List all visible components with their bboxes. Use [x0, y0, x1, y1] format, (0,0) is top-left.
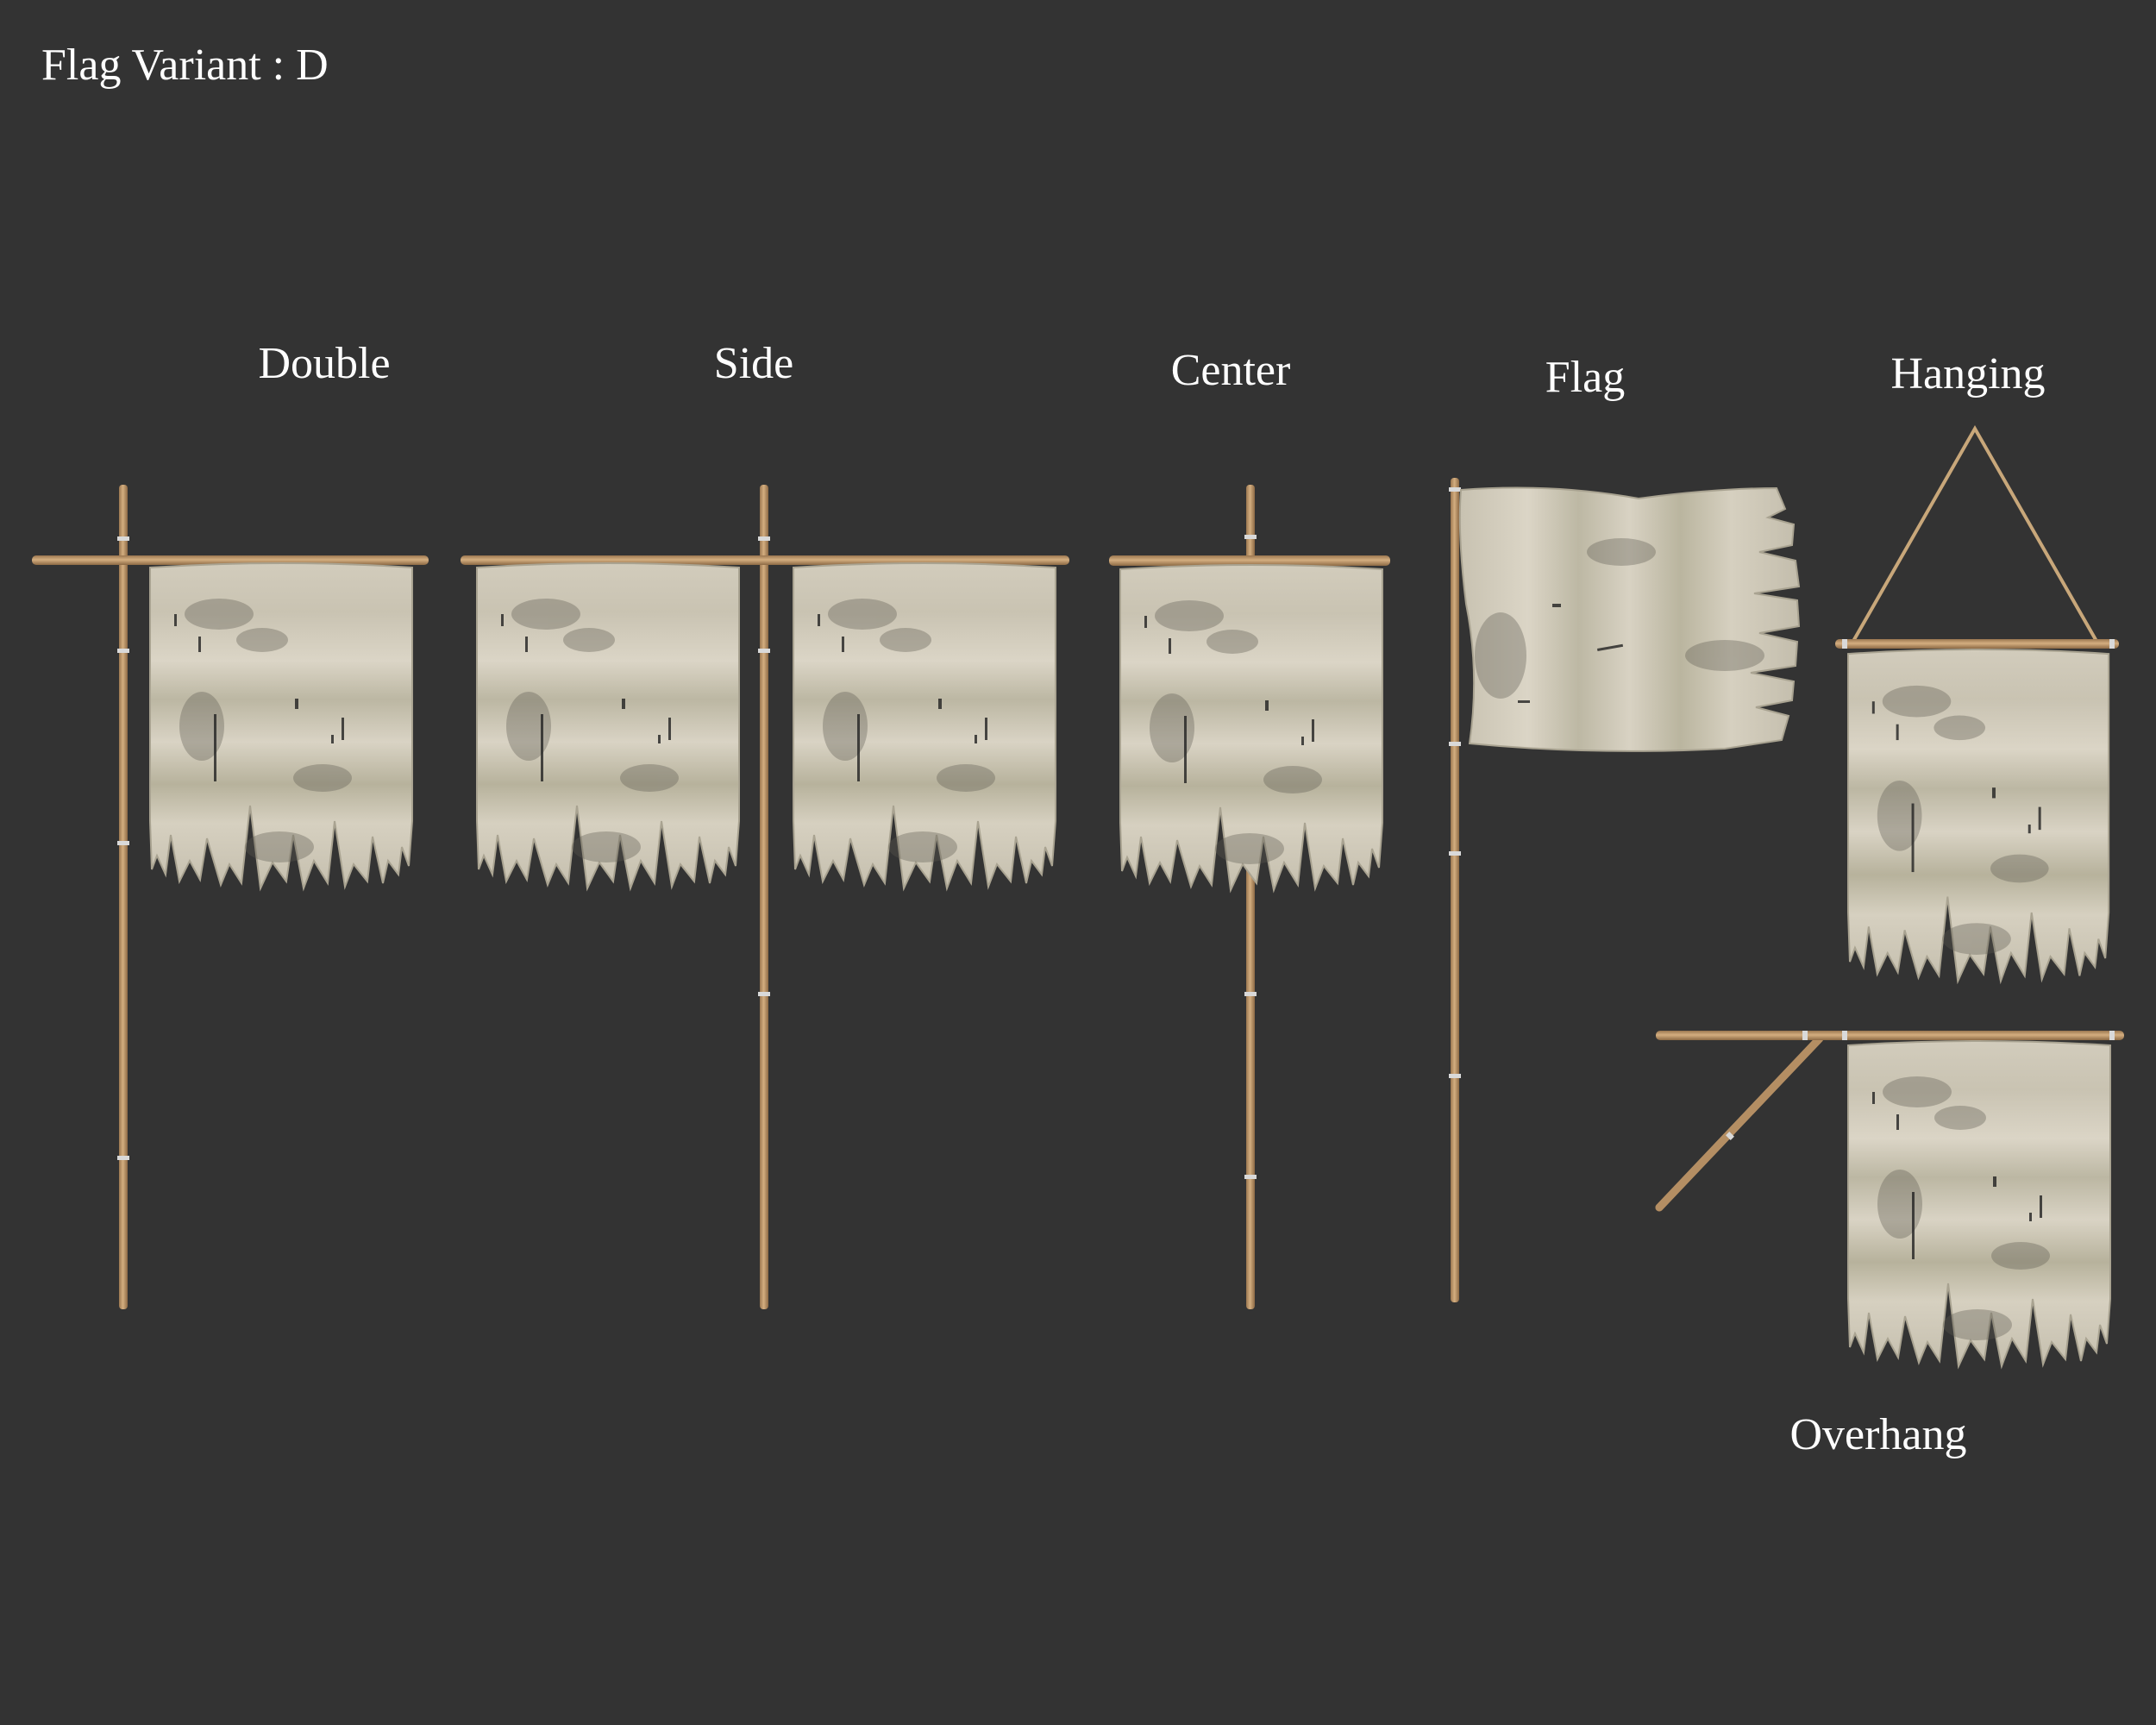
- label-center: Center: [1170, 346, 1291, 395]
- label-overhang: Overhang: [1789, 1410, 1967, 1459]
- label-hanging: Hanging: [1890, 349, 2046, 398]
- label-side: Side: [713, 339, 794, 388]
- banner-flag: [1449, 478, 1801, 1302]
- label-flag: Flag: [1545, 353, 1626, 402]
- label-double: Double: [258, 339, 391, 388]
- sheet-title: Flag Variant : D: [41, 41, 329, 90]
- banner-center: [1109, 485, 1390, 1309]
- banner-double: [32, 485, 429, 1309]
- banner-hanging: [1835, 424, 2119, 982]
- banner-overhang: [1655, 1031, 2124, 1367]
- banner-side: [461, 485, 1069, 1309]
